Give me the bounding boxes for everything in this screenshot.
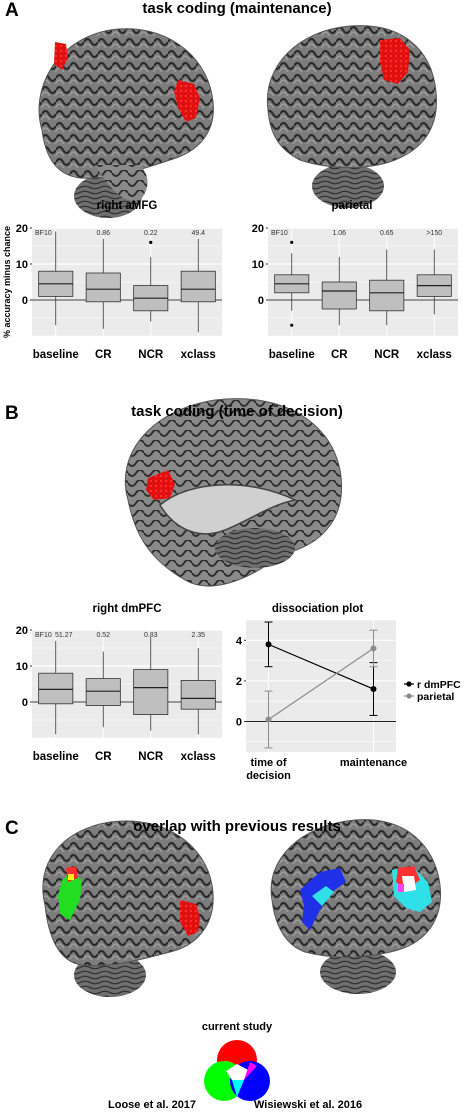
venn-label-loose: Loose et al. 2017 — [108, 1099, 197, 1111]
box-xclass — [180, 270, 216, 303]
chart-parietal: BF10 1.06 0.65 >150 0 10 20 baseline CR NCR xclass — [252, 223, 458, 361]
venn-label-current-study: current study — [201, 1021, 273, 1033]
x-tick-label: time of — [250, 757, 286, 769]
panel-b-title: task coding (time of decision) — [131, 403, 343, 420]
legend-label: parietal — [417, 691, 454, 703]
venn-diagram — [204, 1040, 270, 1101]
x-tick-label: baseline — [33, 751, 79, 763]
data-point — [370, 645, 377, 652]
activation-blob — [68, 874, 74, 880]
plot-background — [246, 620, 396, 752]
bf-value: 49.4 — [191, 230, 205, 237]
venn-label-wisiewski: Wisiewski et al. 2016 — [254, 1099, 363, 1111]
x-tick-label: xclass — [417, 349, 452, 361]
y-axis-label: % accuracy minus chance — [2, 226, 12, 338]
brain-a-left — [38, 28, 214, 218]
brain-a-right — [266, 25, 437, 208]
plot-title-dissociation: dissociation plot — [271, 603, 364, 615]
outlier-point — [290, 240, 294, 244]
brain-c-right — [270, 819, 442, 994]
y-tick-label: 0 — [258, 295, 264, 307]
x-tick-label: baseline — [269, 349, 315, 361]
activation-blob — [402, 876, 416, 892]
panel-a-letter: A — [5, 0, 19, 21]
activation-blob — [174, 80, 200, 122]
y-tick-label: 0 — [22, 697, 28, 709]
activation-blob — [58, 872, 82, 920]
y-tick-label: 0 — [236, 717, 242, 729]
data-point — [265, 716, 272, 723]
bf-value: 0.65 — [380, 230, 394, 237]
panel-b-letter: B — [5, 403, 19, 424]
x-tick-label-cont: decision — [246, 770, 291, 782]
bf-value: 0.83 — [144, 632, 158, 639]
brain-b-medial — [124, 398, 342, 587]
data-point — [370, 686, 377, 693]
plot-title-right-dmpfc: right dmPFC — [92, 603, 162, 615]
y-tick-label: 10 — [252, 259, 264, 271]
activation-blob — [180, 900, 200, 936]
y-tick-label: 20 — [16, 223, 28, 235]
bf-value: >150 — [426, 230, 442, 237]
chart-right-amfg: BF10 0.86 0.22 49.4 0 10 20 baseline CR NCR xclass… — [2, 223, 222, 361]
box-ncr — [369, 279, 405, 312]
plot-title-right-amfg: right aMFG — [96, 200, 158, 212]
x-tick-label: baseline — [33, 349, 79, 361]
series-line-0 — [268, 643, 374, 690]
box-xclass — [180, 680, 216, 710]
outlier-point — [149, 240, 153, 244]
y-tick-label: 20 — [16, 625, 28, 637]
bf-label: BF10 — [35, 230, 52, 237]
legend-key-point — [406, 693, 412, 699]
legend-key-point — [406, 681, 412, 687]
outlier-point — [290, 323, 294, 327]
box-ncr — [133, 669, 169, 715]
y-tick-label: 10 — [16, 259, 28, 271]
x-tick-label: xclass — [181, 349, 216, 361]
activation-blob — [380, 38, 410, 84]
legend-label: r dmPFC — [417, 679, 461, 691]
y-tick-label: 4 — [236, 635, 243, 647]
plot-title-parietal: parietal — [331, 200, 373, 212]
bf-value: 0.52 — [96, 632, 110, 639]
x-tick-label: CR — [331, 349, 348, 361]
activation-blob — [54, 42, 68, 70]
bf-value: 0.86 — [96, 230, 110, 237]
y-tick-label: 10 — [16, 661, 28, 673]
y-tick-label: 2 — [236, 676, 242, 688]
x-tick-label: NCR — [138, 751, 164, 763]
bf-label: BF10 — [271, 230, 288, 237]
x-tick-label: CR — [95, 349, 112, 361]
bf-value: 51.27 — [55, 632, 73, 639]
series-line-1 — [268, 647, 374, 721]
panel-c-title: overlap with previous results — [133, 818, 341, 835]
y-tick-label: 0 — [22, 295, 28, 307]
panel-c-letter: C — [5, 818, 19, 839]
brain-c-left — [42, 820, 214, 997]
data-point — [265, 641, 272, 648]
activation-blob — [146, 470, 175, 500]
activation-blob — [398, 884, 404, 892]
x-tick-label: maintenance — [340, 757, 407, 769]
bf-label: BF10 — [35, 632, 52, 639]
box-cr — [85, 678, 121, 706]
x-tick-label: NCR — [374, 349, 400, 361]
x-tick-label: CR — [95, 751, 112, 763]
bf-value: 0.22 — [144, 230, 158, 237]
activation-blob — [312, 886, 334, 906]
panel-a-title: task coding (maintenance) — [142, 0, 332, 17]
box-cr — [321, 281, 357, 310]
box-baseline — [38, 672, 74, 705]
x-tick-label: NCR — [138, 349, 164, 361]
y-tick-label: 20 — [252, 223, 264, 235]
bf-value: 2.35 — [191, 632, 205, 639]
x-tick-label: xclass — [181, 751, 216, 763]
box-cr — [85, 272, 121, 303]
bf-value: 1.06 — [332, 230, 346, 237]
